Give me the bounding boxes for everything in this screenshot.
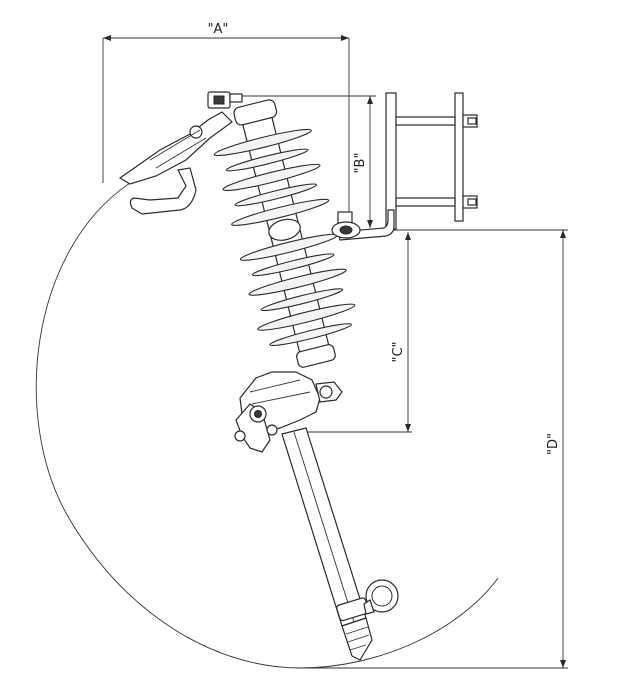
dimension-c: "C" — [300, 232, 412, 433]
label-a: "A" — [208, 22, 229, 37]
mounting-bracket — [337, 92, 478, 241]
dimension-a: "A" — [102, 22, 350, 225]
swing-arc — [35, 182, 499, 669]
insulator — [213, 99, 356, 368]
bottom-hinge-assembly — [234, 371, 343, 453]
insulator-sheds — [213, 128, 356, 347]
center-mount-clamp — [331, 211, 361, 239]
label-c: "C" — [391, 341, 406, 362]
fuse-tube — [281, 427, 373, 661]
label-d: "D" — [546, 433, 561, 455]
pull-ring — [363, 579, 399, 615]
label-b: "B" — [353, 153, 368, 174]
dimension-d: "D" — [296, 229, 568, 669]
dimension-b: "B" — [240, 95, 376, 228]
top-contact-assembly — [118, 91, 243, 215]
